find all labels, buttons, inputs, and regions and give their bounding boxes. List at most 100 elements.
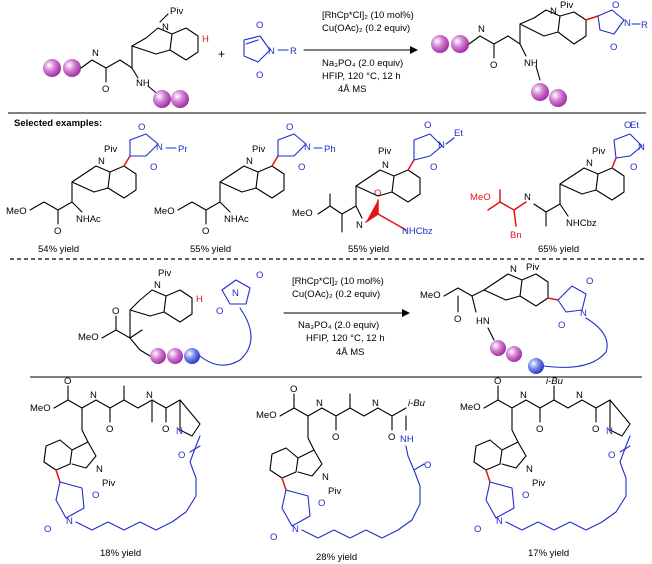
label-n: N bbox=[92, 48, 99, 59]
label-o: O bbox=[290, 384, 297, 395]
label-n: N bbox=[146, 390, 153, 401]
condition-line: 4Å MS bbox=[338, 84, 367, 95]
label-piv: Piv bbox=[170, 6, 183, 17]
label-piv: Piv bbox=[158, 268, 171, 279]
label-hn: HN bbox=[476, 316, 490, 327]
label-n: N bbox=[510, 264, 517, 275]
label-o: O bbox=[92, 490, 99, 501]
label-meo: MeO bbox=[292, 208, 313, 219]
condition-line: Na₃PO₄ (2.0 equiv) bbox=[298, 320, 379, 331]
label-nhcbz: NHCbz bbox=[566, 218, 597, 229]
label-n: N bbox=[96, 464, 103, 475]
label-n: N bbox=[98, 156, 105, 167]
label-o: O bbox=[474, 524, 481, 535]
yield-label: 28% yield bbox=[316, 552, 357, 563]
plus-sign: + bbox=[218, 47, 225, 61]
peptide-bead bbox=[431, 35, 449, 53]
label-o: O bbox=[608, 450, 615, 461]
label-nhac: NHAc bbox=[76, 214, 101, 225]
peptide-bead bbox=[531, 83, 549, 101]
label-o: O bbox=[630, 162, 637, 173]
label-o: O bbox=[430, 162, 437, 173]
label-o: O bbox=[64, 376, 71, 387]
example-2: O MeO NHAc N Piv O O N Ph 55% yield bbox=[154, 122, 336, 255]
condition-line: Cu(OAc)₂ (0.2 equiv) bbox=[292, 289, 380, 300]
label-n: N bbox=[638, 142, 645, 153]
label-o: O bbox=[256, 20, 263, 31]
label-o: O bbox=[270, 532, 277, 543]
label-n: N bbox=[356, 220, 363, 231]
macrocycle-3: MeO O O i-Bu O N N N N Piv O O N O 17% y… bbox=[460, 376, 631, 559]
label-o: O bbox=[298, 162, 305, 173]
example-1: O MeO NHAc N Piv O O N Pr 54% yield bbox=[6, 122, 188, 255]
peptide-bead bbox=[153, 90, 171, 108]
label-o: O bbox=[610, 42, 617, 53]
label-nh: NH bbox=[400, 434, 414, 445]
macrocycle-2: MeO O O O N N i-Bu NH N Piv O O N O 28% … bbox=[256, 384, 431, 563]
example-3: MeO N O NHCbz N Piv O O N Et 55% yield bbox=[292, 120, 463, 255]
label-o: O bbox=[558, 320, 565, 331]
condition-line: Cu(OAc)₂ (0.2 equiv) bbox=[322, 23, 410, 34]
label-meo: MeO bbox=[154, 206, 175, 217]
label-meo: MeO bbox=[470, 192, 491, 203]
peptide-bead bbox=[451, 35, 469, 53]
label-o: O bbox=[424, 460, 431, 471]
example-4: MeO Bn N NHCbz N Piv O O N Et 65% yield bbox=[470, 120, 645, 255]
label-piv: Piv bbox=[252, 144, 265, 155]
label-o: O bbox=[374, 188, 381, 199]
label-o: O bbox=[332, 432, 339, 443]
label-piv: Piv bbox=[328, 486, 341, 497]
linker-chain bbox=[543, 317, 608, 368]
label-o: O bbox=[138, 122, 145, 133]
condition-line: [RhCp*Cl]₂ (10 mol%) bbox=[322, 10, 414, 21]
peptide-bead bbox=[549, 89, 567, 107]
label-n: N bbox=[66, 516, 73, 527]
label-n: N bbox=[304, 142, 311, 153]
label-o: O bbox=[178, 450, 185, 461]
label-meo: MeO bbox=[30, 403, 51, 414]
label-o: O bbox=[424, 120, 431, 131]
label-n: N bbox=[292, 524, 299, 535]
yield-label: 18% yield bbox=[100, 548, 141, 559]
peptide-bead bbox=[490, 340, 506, 356]
linker-chain bbox=[505, 435, 631, 531]
label-nh: NH bbox=[136, 78, 150, 89]
label-n: N bbox=[550, 6, 557, 17]
label-o: O bbox=[102, 84, 109, 95]
label-n: N bbox=[156, 142, 163, 153]
label-o: O bbox=[490, 60, 497, 71]
label-o: O bbox=[112, 306, 119, 317]
label-n: N bbox=[162, 22, 169, 33]
label-meo: MeO bbox=[6, 206, 27, 217]
scheme2: MeO O N Piv H O O N [RhCp*Cl]₂ (10 mol%)… bbox=[78, 262, 608, 374]
label-n: N bbox=[322, 472, 329, 483]
label-n: N bbox=[586, 158, 593, 169]
label-nh: NH bbox=[524, 58, 538, 69]
label-o: O bbox=[256, 70, 263, 81]
label-o: O bbox=[216, 306, 223, 317]
label-n: N bbox=[372, 398, 379, 409]
label-piv: Piv bbox=[592, 146, 605, 157]
yield-label: 17% yield bbox=[528, 548, 569, 559]
label-o: O bbox=[586, 276, 593, 287]
label-o: O bbox=[286, 122, 293, 133]
label-bn: Bn bbox=[510, 230, 522, 241]
label-piv: Piv bbox=[526, 262, 539, 273]
label-o: O bbox=[624, 120, 631, 131]
label-o: O bbox=[536, 424, 543, 435]
label-o: O bbox=[388, 432, 395, 443]
label-meo: MeO bbox=[420, 290, 441, 301]
condition-line: [RhCp*Cl]₂ (10 mol%) bbox=[292, 276, 384, 287]
label-substituent: Pr bbox=[178, 144, 188, 155]
label-o: O bbox=[522, 490, 529, 501]
label-h: H bbox=[202, 34, 209, 45]
label-o: O bbox=[454, 314, 461, 325]
label-piv: Piv bbox=[104, 144, 117, 155]
label-o: O bbox=[256, 270, 263, 281]
label-n: N bbox=[176, 426, 183, 437]
label-h: H bbox=[196, 294, 203, 305]
scheme1: N O NH N Piv H + O O N R [RhCp*Cl]₂ (10 … bbox=[43, 0, 648, 108]
label-meo: MeO bbox=[78, 332, 99, 343]
label-substituent: Et bbox=[454, 128, 463, 139]
label-piv: Piv bbox=[532, 478, 545, 489]
